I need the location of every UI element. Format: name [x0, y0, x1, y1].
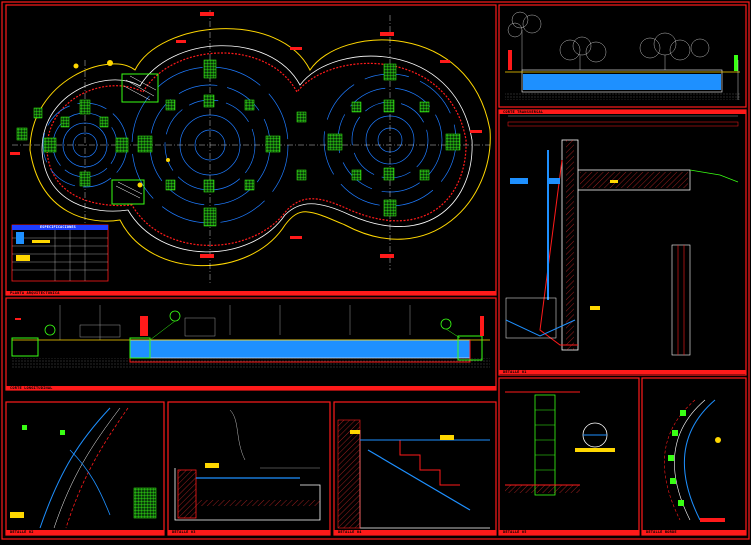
detail-curve-title: DETALLE BORDE — [646, 530, 677, 534]
detail-wall-title: DETALLE 01 — [503, 370, 527, 374]
detail-step — [174, 409, 321, 521]
detail-stair-title: DETALLE 04 — [338, 530, 362, 534]
detail-curved-wall — [10, 407, 157, 529]
longitudinal-section — [11, 305, 490, 368]
detail-plan-title: DETALLE 02 — [10, 530, 34, 534]
detail-drain-title: DETALLE 05 — [503, 530, 527, 534]
detail-stair — [337, 419, 490, 529]
title-bars — [6, 110, 746, 535]
detail-curved-border — [664, 399, 725, 522]
detail-step-title: DETALLE 03 — [172, 530, 196, 534]
wall-detail — [505, 115, 739, 356]
legend-title: ESPECIFICACIONES — [40, 225, 76, 229]
transverse-section — [505, 11, 740, 100]
detail-drain — [505, 391, 615, 496]
elevation-title: CORTE TRANSVERSAL — [503, 110, 544, 114]
plan-title: PLANTA ARQUITECTONICA — [10, 291, 60, 295]
section-title: CORTE LONGITUDINAL — [10, 386, 53, 390]
pool-plan — [10, 10, 491, 285]
legend-table — [11, 224, 109, 282]
